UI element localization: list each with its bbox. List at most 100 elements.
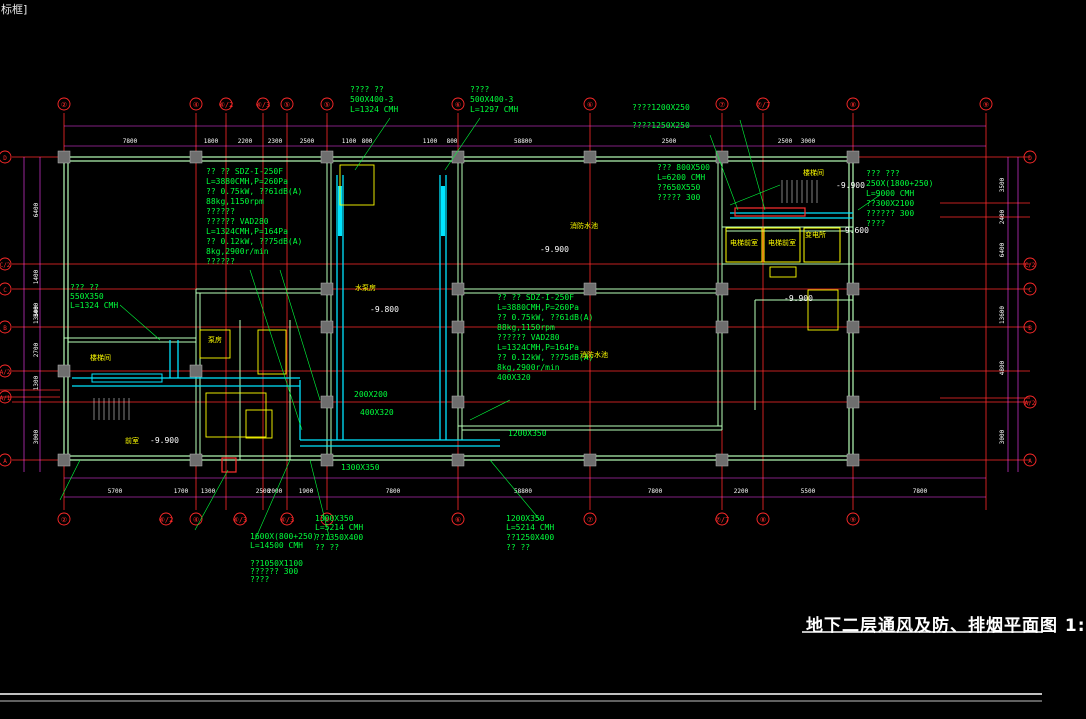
duct-annotation: L=6200 CMH: [657, 173, 705, 182]
equipment-outline: [339, 164, 375, 206]
room-label: 前室: [125, 436, 139, 445]
axis-bubble: [1023, 150, 1037, 164]
axis-bubble-label: ⑧: [850, 101, 856, 109]
duct-annotation: -9.900: [836, 181, 865, 190]
axis-bubble: [1023, 395, 1037, 409]
duct-annotation: 1200X350: [506, 514, 545, 523]
duct-annotation: L=14500 CMH: [250, 541, 303, 550]
structural-column: [583, 282, 597, 296]
structural-column: [189, 453, 203, 467]
axis-bubble: [0, 150, 12, 164]
room-label: 电梯前室: [730, 238, 758, 247]
axis-bubble-label: ④/3: [233, 516, 248, 524]
dimension-text: 2500: [662, 138, 677, 145]
dimension-text: 3000: [999, 429, 1006, 444]
duct-annotation: 1600X(800+250): [250, 532, 317, 541]
duct-annotation: L=9000 CMH: [866, 189, 914, 198]
dimension-text: 2400: [999, 209, 1006, 224]
equipment-outline: [199, 329, 231, 359]
dimension-text: 800: [362, 138, 373, 145]
dimension-text: 13600: [999, 306, 1006, 324]
leader-line: [857, 194, 881, 211]
dimension-text: 13600: [33, 306, 40, 324]
axis-bubble-label: ④/3: [280, 516, 295, 524]
axis-bubble-label: ⑦: [587, 516, 593, 524]
duct-annotation: ????: [470, 85, 489, 94]
axis-bubble-label: D: [1028, 155, 1032, 162]
axis-bubble-label: ⑤: [324, 101, 330, 109]
axis-bubble-label: ⑦: [719, 101, 725, 109]
duct-annotation: ??? 800X500: [657, 163, 710, 172]
viewport-label[interactable]: 标框]: [1, 3, 28, 16]
duct-annotation: 500X400-3: [350, 95, 394, 104]
axis-bubble: [451, 512, 465, 526]
duct-annotation: ????1250X250: [632, 121, 690, 130]
axis-bubble: [280, 97, 294, 111]
equipment-spec: ?? 0.75kW, ??61dB(A): [206, 187, 302, 196]
structural-column: [189, 364, 203, 378]
structural-column: [583, 453, 597, 467]
equipment-spec: 8kg,2900r/min: [497, 363, 560, 372]
equipment-spec: L=3880CMH,P=260Pa: [497, 303, 579, 312]
duct-annotation: -9.800: [370, 305, 399, 314]
duct-segment: [441, 186, 445, 236]
duct-annotation: ?? ??: [315, 543, 339, 552]
equipment-spec: ?? 0.75kW, ??61dB(A): [497, 313, 593, 322]
duct-annotation: 500X400-3: [470, 95, 514, 104]
axis-bubble-label: ④/3: [256, 101, 271, 109]
dimension-text: 1100: [342, 138, 357, 145]
equipment-outline: [769, 266, 797, 278]
equipment-outline: [245, 409, 273, 439]
axis-bubble-label: B: [1028, 325, 1032, 332]
dimension-text: 2200: [238, 138, 253, 145]
smoke-shaft: [221, 457, 237, 473]
axis-bubble-label: D: [3, 155, 7, 162]
duct-annotation: L=5214 CMH: [315, 523, 363, 532]
axis-bubble-label: ④: [193, 516, 199, 524]
leader-line: [119, 304, 161, 341]
axis-bubble: [756, 512, 770, 526]
axis-bubble: [57, 97, 71, 111]
structural-column: [451, 282, 465, 296]
structural-column: [451, 320, 465, 334]
axis-bubble: [1023, 453, 1037, 467]
dimension-text: 58800: [514, 488, 532, 495]
leader-line: [254, 459, 291, 541]
duct-annotation: ??1350X400: [315, 533, 363, 542]
room-box: [725, 227, 763, 263]
room-label: 楼梯间: [803, 168, 824, 177]
axis-bubble: [1023, 282, 1037, 296]
room-label: 水泵房: [355, 283, 376, 292]
structural-column: [320, 282, 334, 296]
leader-line: [729, 184, 781, 206]
axis-bubble-label: A: [3, 458, 7, 465]
leader-line: [739, 119, 766, 211]
structural-column: [846, 453, 860, 467]
axis-bubble-label: C: [1028, 287, 1032, 294]
equipment-spec: ?? 0.12kW, ??75dB(A): [497, 353, 593, 362]
room-label: 消防水池: [580, 350, 608, 359]
axis-bubble: [280, 512, 294, 526]
duct-annotation: ??300X2100: [866, 199, 914, 208]
leader-line: [354, 117, 391, 171]
structural-column: [846, 150, 860, 164]
duct-annotation: ????: [866, 219, 885, 228]
equipment-spec: ?? ?? SDZ-I-250F: [497, 293, 574, 302]
duct-annotation: L=5214 CMH: [506, 523, 554, 532]
dimension-text: 58800: [514, 138, 532, 145]
duct-annotation: L=1324 CMH: [70, 301, 118, 310]
structural-column: [715, 282, 729, 296]
axis-bubble: [256, 97, 270, 111]
axis-bubble-label: ⑦/7: [715, 516, 730, 524]
equipment-spec: ??????: [206, 257, 235, 266]
room-box: [803, 227, 841, 263]
duct-segment: [338, 186, 342, 236]
dimension-text: 5700: [108, 488, 123, 495]
leader-line: [194, 469, 229, 531]
dimension-text: 1700: [174, 488, 189, 495]
axis-bubble: [0, 257, 12, 271]
structural-column: [583, 150, 597, 164]
axis-bubble: [1023, 257, 1037, 271]
duct-annotation: L=1324 CMH: [350, 105, 398, 114]
